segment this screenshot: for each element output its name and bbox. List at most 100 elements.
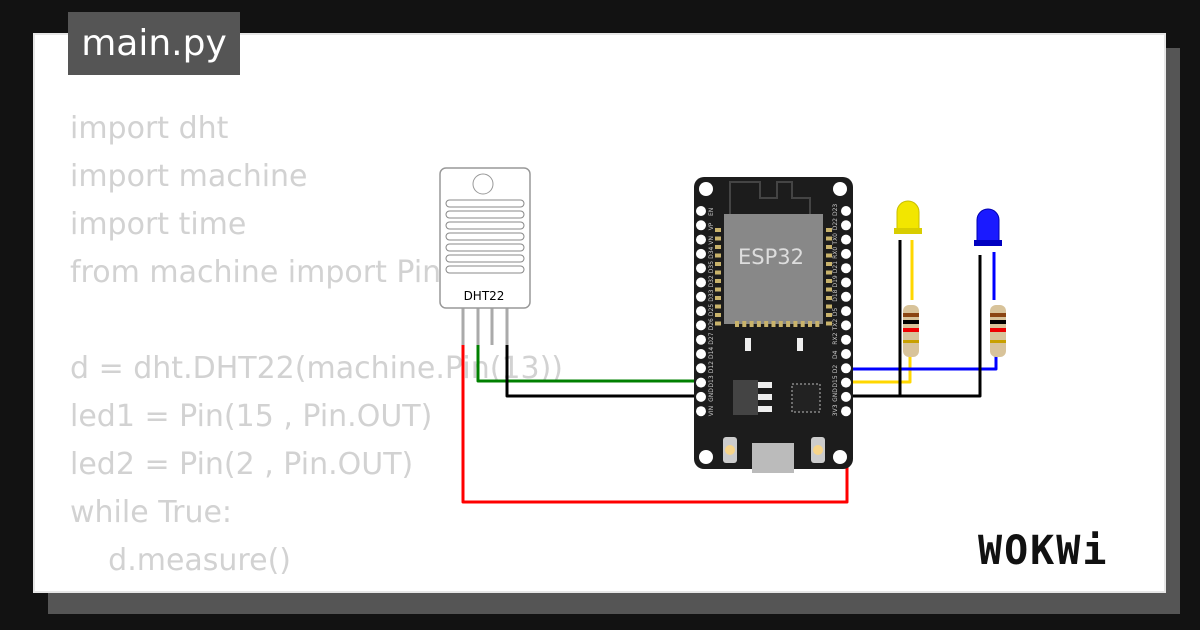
pin-label: D33 [708,289,715,301]
sensor-vent [445,221,525,230]
led-blue[interactable] [974,208,1002,246]
pin-tx2[interactable] [841,320,851,331]
chip-pad [715,296,721,300]
pin-label: D27 [708,332,715,344]
led-yellow[interactable] [894,200,922,234]
pin-label: TX2 [832,319,839,332]
pin-d14[interactable] [696,349,706,359]
chip-pad [715,287,721,292]
pin-d13[interactable] [696,377,706,388]
pin-d32[interactable] [696,277,706,288]
pin-label: 3V3 [832,404,839,416]
chip-pad [715,236,721,241]
pin-vin[interactable] [696,406,706,417]
pin-d34[interactable] [696,248,706,259]
dht22-sensor[interactable]: DHT22 [439,167,531,345]
code-line: led2 = Pin(2 , Pin.OUT) [70,447,414,482]
chip-pad [826,287,832,292]
pin-label: D15 [832,375,839,387]
pin-label: EN [708,208,715,216]
code-line: import dht [70,111,229,146]
pin-d27[interactable] [696,334,706,345]
pin-label: D35 [708,261,715,273]
pin-d12[interactable] [696,363,706,374]
pin-label: D14 [708,347,715,359]
chip-pad [715,253,721,258]
chip-pad [735,321,739,327]
pin-vn[interactable] [696,234,706,245]
pin-label: GND [708,388,715,402]
pin-label: VP [708,222,715,230]
chip-pad [749,321,754,327]
pin-label: D4 [832,350,839,359]
chip-pad [826,304,832,309]
chip-pad [715,279,721,283]
chip-pad [764,321,769,327]
pin-label: D23 [832,204,839,216]
pin-d25[interactable] [696,306,706,317]
pin-label: D19 [832,275,839,287]
esp32-board[interactable]: ESP32 ENVPVND34D35D32D33D25D26D27D14D12D… [694,177,853,473]
pin-label: D34 [708,246,715,258]
pin-d4[interactable] [841,349,851,359]
pin-label: D21 [832,261,839,273]
pin-d2[interactable] [841,363,851,374]
board-label: ESP32 [738,245,804,269]
file-tab[interactable]: main.py [68,12,240,75]
pin-label: D32 [708,275,715,287]
chip-pad [715,313,721,317]
pin-tx0[interactable] [841,234,851,245]
pin-label: RX0 [832,247,839,259]
code-line: import machine [70,159,308,194]
pin-d23[interactable] [841,206,851,216]
pin-rx2[interactable] [841,334,851,345]
pin-rx0[interactable] [841,248,851,259]
pin-gnd[interactable] [696,391,706,402]
pin-d5[interactable] [841,306,851,317]
pin-d22[interactable] [841,220,851,231]
pin-3v3[interactable] [841,406,851,417]
chip-pad [826,279,832,283]
chip-pad [715,270,721,275]
pin-d15[interactable] [841,377,851,388]
chip-pad [778,321,783,327]
chip-pad [826,236,832,241]
pin-label: D26 [708,318,715,330]
pin-d26[interactable] [696,320,706,331]
sensor-vent [445,265,525,274]
pin-label: VIN [708,406,715,416]
pin-d18[interactable] [841,291,851,302]
chip-pad [715,245,721,249]
pin-vp[interactable] [696,220,706,231]
pin-label: D5 [832,307,839,316]
chip-pad [715,228,721,232]
code-line: import time [70,207,247,242]
pin-label: RX2 [832,332,839,344]
code-line: while True: [70,495,233,530]
sensor-vent [445,232,525,241]
chip-pad [808,321,812,327]
chip-pad [800,321,805,327]
pin-d33[interactable] [696,291,706,302]
pin-label: D13 [708,375,715,387]
pin-en[interactable] [696,206,706,216]
wire-led1 [847,345,912,384]
wire-gnd-leds [847,255,982,398]
pin-label: D22 [832,218,839,230]
chip-pad [826,228,832,232]
pin-d21[interactable] [841,263,851,274]
chip-pad [826,313,832,317]
pin-gnd[interactable] [841,391,851,402]
sensor-vent [445,243,525,252]
code-line: led1 = Pin(15 , Pin.OUT) [70,399,433,434]
pin-d35[interactable] [696,263,706,274]
pin-d19[interactable] [841,277,851,288]
sensor-vent [445,254,525,263]
chip-pad [826,321,832,326]
chip-pad [715,321,721,326]
sensor-label: DHT22 [464,289,505,303]
resistor-1 [903,305,919,357]
pin-label: TX0 [832,233,839,246]
chip-pad [826,262,832,266]
